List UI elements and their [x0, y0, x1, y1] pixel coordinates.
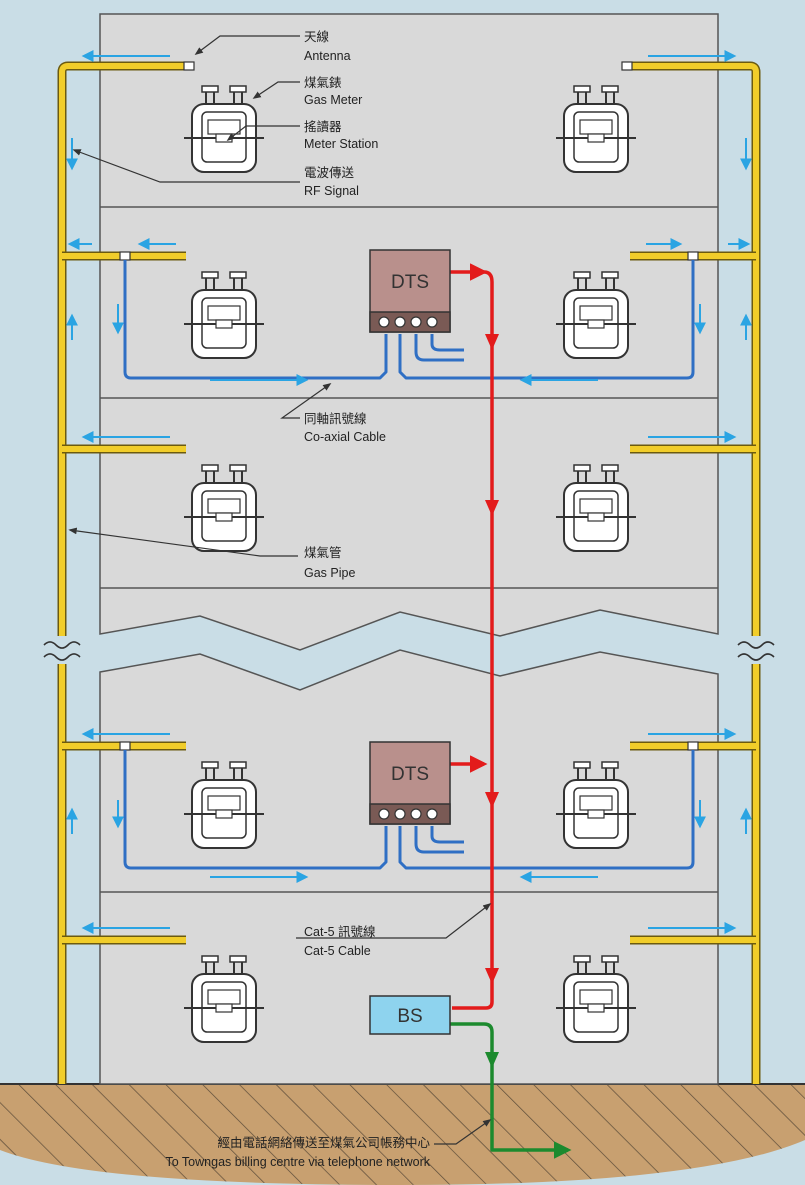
- meter-station-label-en: Meter Station: [304, 137, 378, 151]
- coaxial-cable-label-zh: 同軸訊號線: [304, 411, 367, 426]
- coaxial-cable-label-en: Co-axial Cable: [304, 430, 386, 444]
- gas-meter-label-en: Gas Meter: [304, 93, 362, 107]
- billing-label-en: To Towngas billing centre via telephone …: [165, 1155, 430, 1169]
- pipe-break-right: [737, 636, 775, 664]
- antenna-label-zh: 天線: [304, 29, 330, 44]
- rf-signal-arrows: [66, 50, 752, 934]
- cat5-arrowheads: [485, 334, 499, 984]
- gas-pipe-label-en: Gas Pipe: [304, 566, 355, 580]
- gas-pipe-label-zh: 煤氣管: [304, 545, 342, 560]
- leader-lines: [68, 35, 492, 1145]
- bs-unit: BS: [369, 995, 451, 1035]
- antenna-label-en: Antenna: [304, 49, 351, 63]
- meter-station-label-zh: 搖讀器: [304, 120, 342, 134]
- dts-label: DTS: [391, 764, 429, 785]
- dts-label: DTS: [391, 272, 429, 293]
- ground: [0, 1084, 805, 1185]
- rf-signal-label-en: RF Signal: [304, 184, 359, 198]
- gas-meter-label-zh: 煤氣錶: [304, 75, 342, 90]
- cat5-label-zh: Cat-5 訊號線: [304, 924, 376, 939]
- rf-signal-label-zh: 電波傳送: [304, 165, 355, 180]
- coaxial-cable: [123, 260, 695, 870]
- bs-label: BS: [397, 1006, 422, 1027]
- cat5-label-en: Cat-5 Cable: [304, 944, 371, 958]
- pipe-break-left: [43, 636, 81, 664]
- telephone-line: [450, 1022, 572, 1159]
- dts-unit: DTS: [369, 741, 451, 825]
- dts-unit: DTS: [369, 249, 451, 333]
- telephone-arrowhead: [485, 1052, 499, 1068]
- cat5-cable: [450, 263, 494, 1010]
- billing-label-zh: 經由電話網絡傳送至煤氣公司帳務中心: [217, 1135, 430, 1150]
